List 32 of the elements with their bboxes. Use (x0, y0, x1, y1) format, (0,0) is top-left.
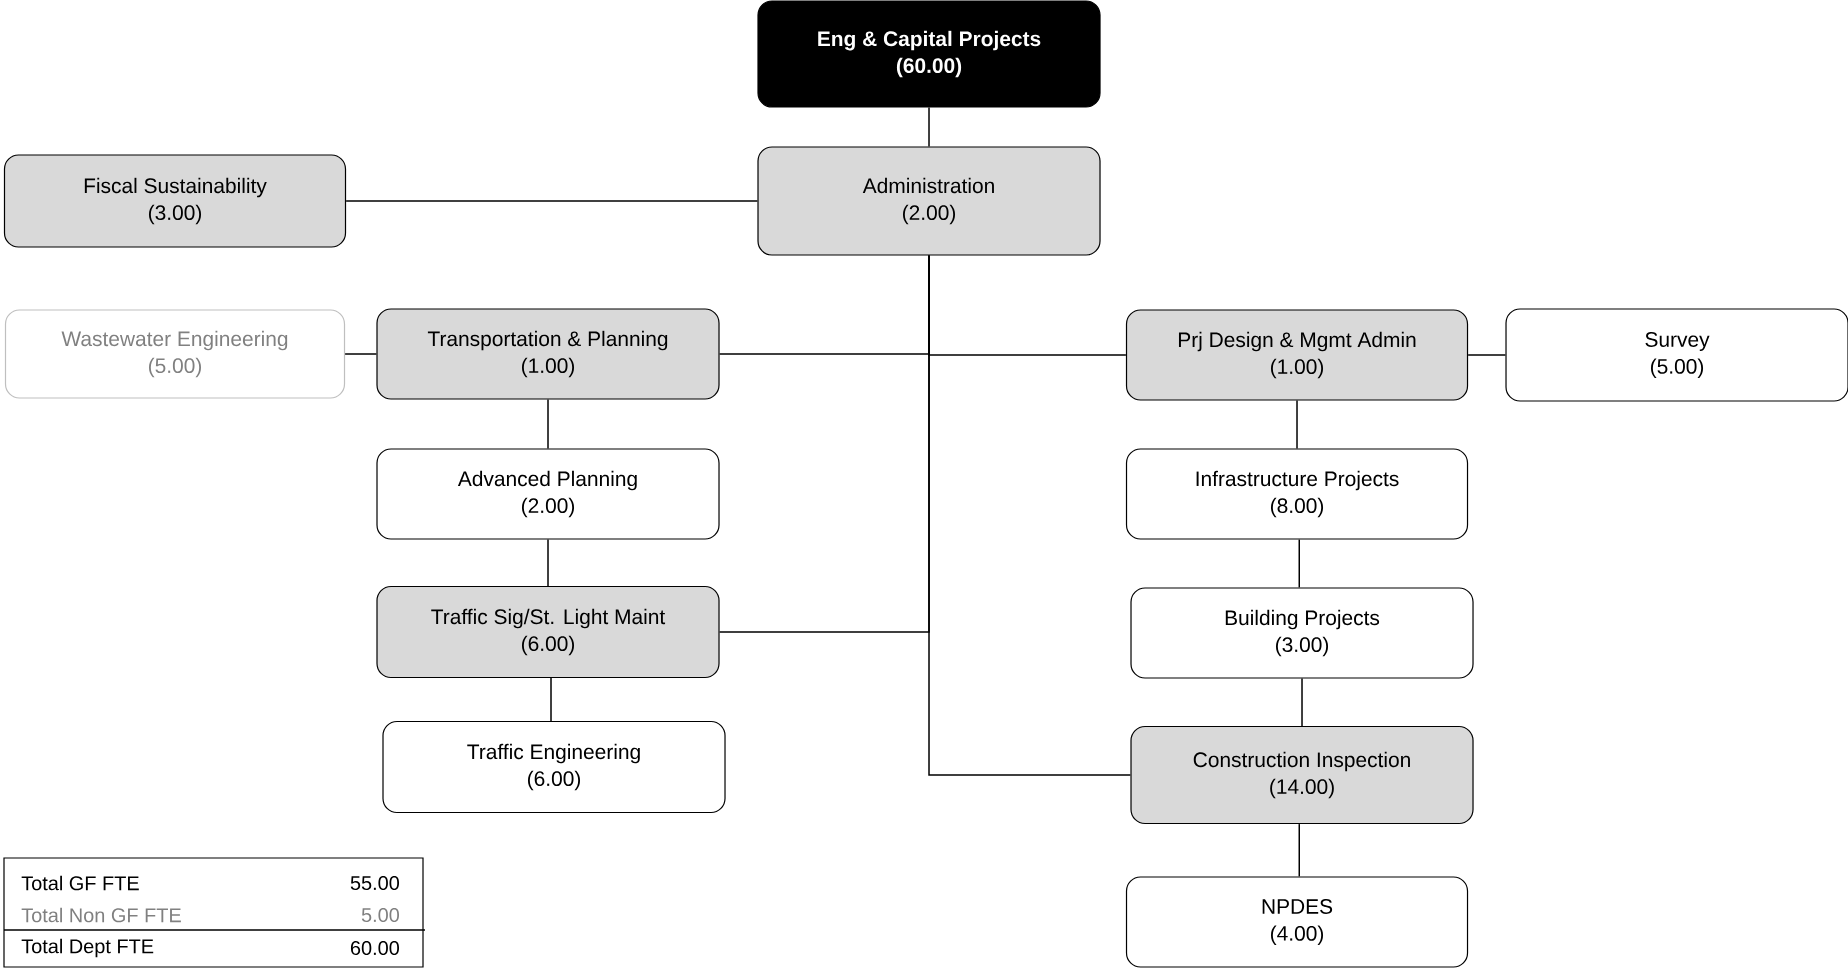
org-box: NPDES (4.00) (1125, 876, 1469, 968)
table-number: 5.00 (361, 907, 399, 923)
connector-line (1298, 823, 1300, 878)
org-box: Traffic Sig/St. Light Maint (6.00) (376, 585, 720, 679)
org-box: Fiscal Sustainability (3.00) (3, 154, 347, 248)
connector-line (928, 254, 1132, 776)
table-text: Total Dept FTE (21, 938, 154, 958)
org-box: Transportation & Planning (1.00) (376, 308, 720, 400)
connector-line (344, 353, 378, 355)
org-box: Prj Design & Mgmt Admin (1.00) (1125, 309, 1469, 401)
connector-line (547, 538, 549, 587)
org-box: Survey (5.00) (1505, 308, 1848, 402)
table-number: 60.00 (350, 940, 399, 956)
org-box: Advanced Planning (2.00) (376, 448, 720, 540)
org-box: Eng & Capital Projects (60.00) (757, 0, 1101, 108)
table-text: Total GF FTE (21, 875, 139, 891)
connector-line (1301, 677, 1303, 727)
connector-line (547, 398, 549, 450)
org-box: Wastewater Engineering (5.00) (4, 309, 346, 399)
connector-line (1298, 538, 1300, 589)
table-text: Total Non GF FTE (21, 907, 181, 923)
connector-line (345, 200, 759, 202)
connector-line (550, 677, 552, 722)
connector-line (1467, 354, 1507, 356)
connector-line (1296, 399, 1298, 450)
org-box: Traffic Engineering (6.00) (382, 720, 726, 814)
org-box: Construction Inspection (14.00) (1130, 725, 1474, 825)
org-box: Infrastructure Projects (8.00) (1125, 448, 1469, 540)
table-number: 55.00 (350, 875, 399, 891)
org-box: Administration (2.00) (757, 146, 1101, 256)
org-box: Building Projects (3.00) (1130, 587, 1474, 679)
connector-line (928, 106, 930, 148)
